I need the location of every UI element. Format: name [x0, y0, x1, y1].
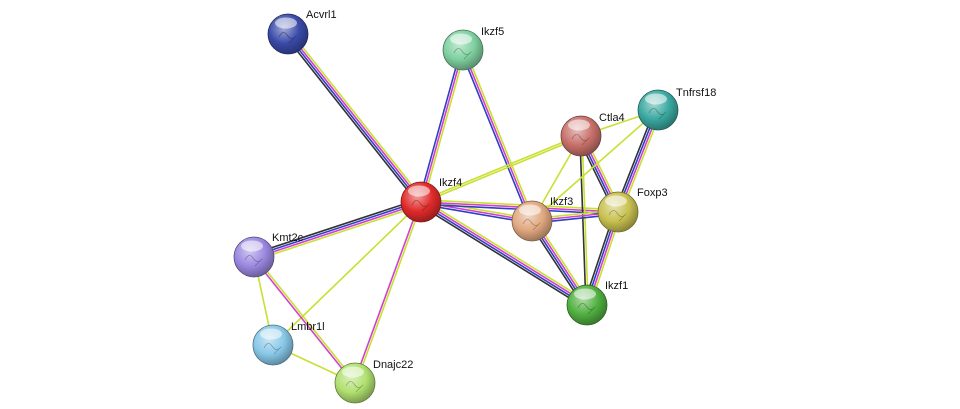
edge-ikzf4-dnajc22[interactable]	[353, 200, 423, 385]
edge-strand	[253, 202, 423, 259]
node-label-ikzf5: Ikzf5	[481, 26, 504, 38]
node-dnajc22[interactable]: Dnajc22	[334, 359, 413, 404]
node-label-foxp3: Foxp3	[637, 187, 668, 199]
node-label-ikzf1: Ikzf1	[605, 280, 628, 292]
node-lmbr1l[interactable]: Lmbr1l	[252, 321, 325, 366]
edge-strand	[284, 35, 420, 205]
node-ikzf5[interactable]: Ikzf5	[442, 26, 504, 71]
node-label-dnajc22: Dnajc22	[373, 359, 413, 371]
edge-ikzf4-ikzf1[interactable]	[418, 198, 590, 309]
structure-glyph	[648, 108, 667, 120]
edge-strand	[420, 136, 583, 204]
node-label-tnfrsf18: Tnfrsf18	[676, 87, 716, 99]
edge-ctla4-ikzf1[interactable]	[579, 135, 589, 306]
edge-strand	[254, 255, 357, 384]
edge-strand	[418, 204, 587, 309]
node-label-lmbr1l: Lmbr1l	[291, 321, 325, 333]
node-ctla4[interactable]: Ctla4	[560, 112, 625, 157]
structure-glyph	[571, 134, 590, 146]
edge-strand	[355, 201, 423, 385]
edge-strand	[252, 200, 422, 257]
edge-strand	[531, 109, 659, 222]
edge-strand	[254, 204, 423, 261]
structure-glyph	[345, 381, 364, 393]
node-highlight	[260, 328, 282, 340]
edge-strand	[421, 198, 590, 303]
structure-glyph	[608, 210, 627, 222]
node-highlight	[450, 33, 472, 45]
node-tnfrsf18[interactable]: Tnfrsf18	[637, 87, 716, 131]
structure-glyph	[244, 255, 263, 267]
node-label-kmt2c: Kmt2c	[272, 232, 304, 244]
edge-strand	[272, 201, 422, 346]
node-label-acvrl1: Acvrl1	[306, 9, 337, 21]
structure-glyph	[577, 303, 596, 315]
edge-strand	[420, 49, 464, 203]
edge-acvrl1-ikzf4[interactable]	[284, 31, 425, 205]
edge-strand	[419, 202, 588, 307]
node-highlight	[408, 185, 430, 197]
edge-strand	[420, 200, 589, 305]
node-highlight	[574, 288, 596, 300]
edge-strand	[353, 200, 421, 384]
edge-strand	[422, 49, 466, 204]
edge-kmt2c-dnajc22[interactable]	[252, 255, 357, 385]
structure-glyph	[453, 48, 472, 60]
edge-strand	[418, 48, 462, 203]
node-label-ctla4: Ctla4	[599, 112, 625, 124]
node-highlight	[645, 93, 667, 105]
node-ikzf1[interactable]: Ikzf1	[566, 280, 628, 326]
node-highlight	[568, 119, 590, 131]
edge-ikzf4-lmbr1l[interactable]	[272, 201, 422, 346]
edge-strand	[419, 134, 582, 202]
edge-strand	[289, 31, 425, 201]
edge-ikzf4-ctla4[interactable]	[419, 134, 583, 204]
node-highlight	[605, 195, 627, 207]
node-ikzf4[interactable]: Ikzf4	[400, 177, 462, 223]
structure-glyph	[522, 219, 541, 231]
node-highlight	[275, 17, 297, 29]
node-foxp3[interactable]: Foxp3	[597, 187, 668, 233]
node-ikzf3[interactable]: Ikzf3	[511, 196, 573, 242]
edge-strand	[464, 48, 535, 221]
node-kmt2c[interactable]: Kmt2c	[233, 232, 304, 278]
edge-ikzf5-ikzf3[interactable]	[460, 48, 535, 223]
node-highlight	[241, 240, 263, 252]
edge-strand	[252, 198, 421, 255]
node-label-ikzf3: Ikzf3	[550, 196, 573, 208]
edge-tnfrsf18-ikzf3[interactable]	[531, 109, 659, 222]
edge-strand	[252, 256, 355, 385]
edge-strand	[462, 49, 533, 222]
node-acvrl1[interactable]: Acvrl1	[267, 9, 337, 55]
edge-strand	[286, 33, 421, 204]
structure-glyph	[278, 32, 297, 44]
edge-strand	[460, 50, 531, 223]
edge-ikzf4-kmt2c[interactable]	[252, 198, 423, 261]
edge-strand	[581, 135, 589, 306]
edge-ikzf5-ikzf4[interactable]	[418, 48, 466, 204]
structure-glyph	[411, 200, 430, 212]
node-label-ikzf4: Ikzf4	[439, 177, 462, 189]
node-highlight	[519, 204, 541, 216]
edge-strand	[579, 135, 587, 306]
node-highlight	[342, 366, 364, 378]
edge-strand	[288, 32, 423, 203]
structure-glyph	[263, 343, 282, 355]
